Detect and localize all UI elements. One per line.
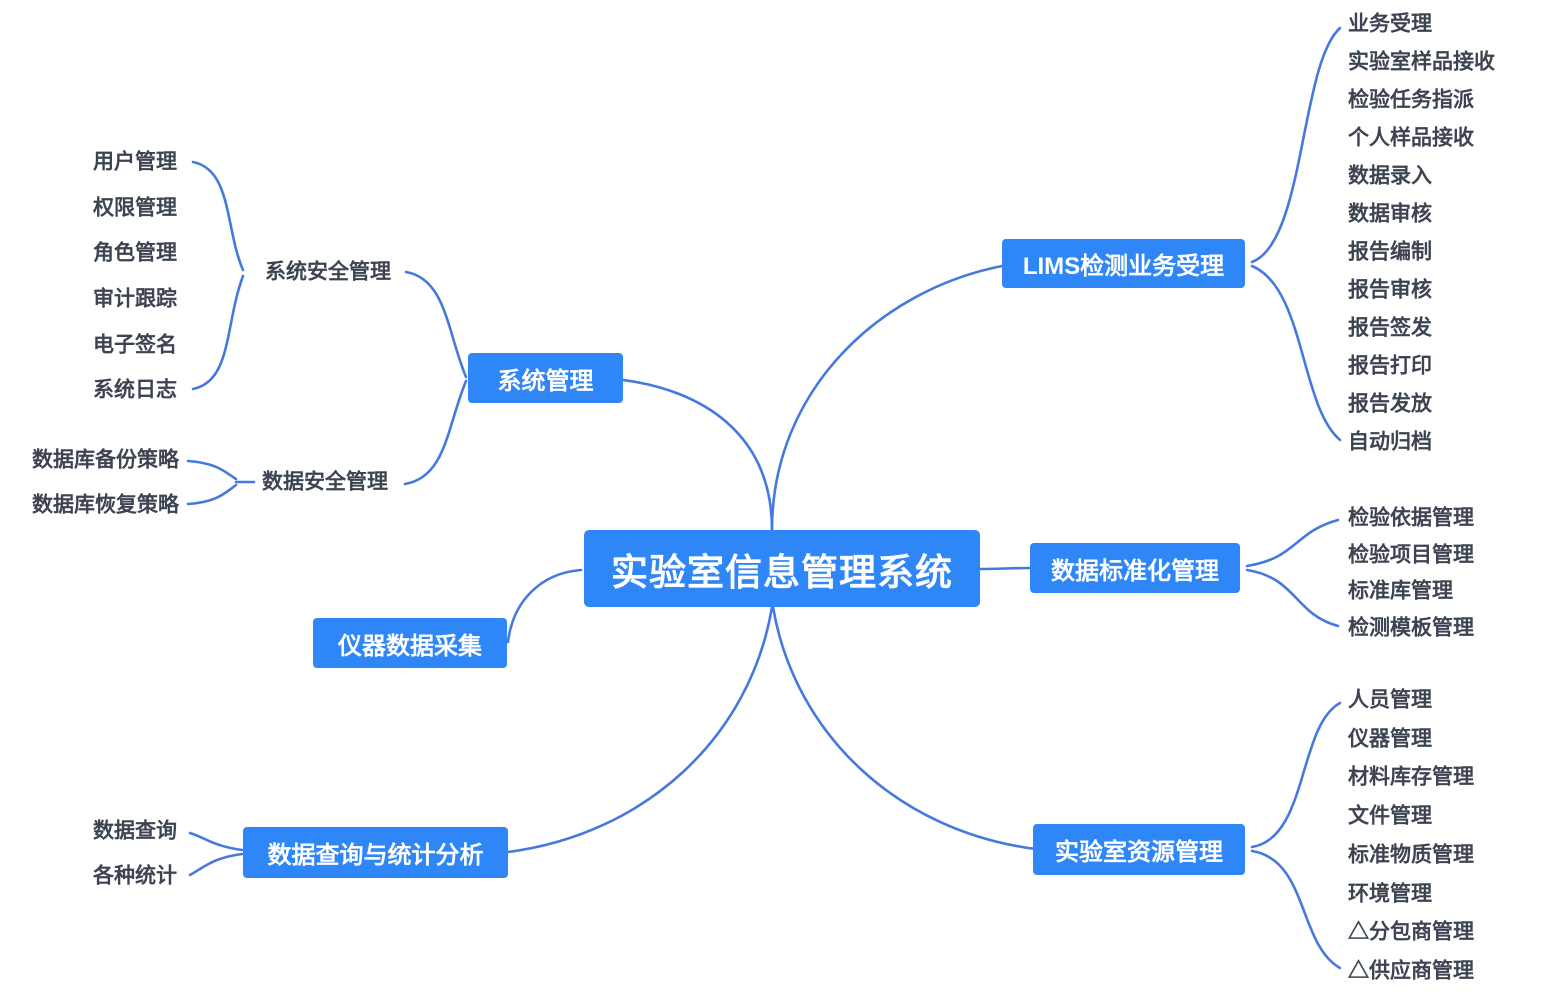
brace-query-top (188, 831, 244, 852)
leaf-item[interactable]: 数据审核 (1348, 202, 1432, 226)
leaf-item[interactable]: 自动归档 (1348, 430, 1432, 454)
leaf-item[interactable]: 人员管理 (1348, 688, 1432, 712)
brace-sys-security-bottom (191, 274, 245, 391)
brace-standardization-top (1245, 518, 1340, 568)
leaf-item[interactable]: 数据库恢复策略 (32, 493, 179, 517)
leaf-item[interactable]: 仪器管理 (1348, 727, 1432, 751)
leaf-item[interactable]: 个人样品接收 (1348, 126, 1474, 150)
brace-data-security-bottom (186, 483, 238, 506)
leaf-item[interactable]: 电子签名 (93, 333, 177, 357)
leaf-item[interactable]: 报告审核 (1348, 278, 1432, 302)
brace-sys-security-top (191, 160, 245, 272)
leaf-item[interactable]: 用户管理 (93, 150, 177, 174)
leaf-item[interactable]: △分包商管理 (1348, 920, 1474, 944)
leaf-item[interactable]: 标准物质管理 (1348, 843, 1474, 867)
leaf-item[interactable]: 标准库管理 (1348, 579, 1453, 603)
branch-query-statistics[interactable]: 数据查询与统计分析 (243, 827, 508, 878)
brace-data-security-top (186, 459, 238, 481)
leaf-item[interactable]: 系统日志 (93, 378, 177, 402)
brace-lims-bottom (1250, 264, 1342, 442)
leaf-item[interactable]: △供应商管理 (1348, 959, 1474, 983)
brace-resources-bottom (1250, 849, 1342, 970)
connector-root-instrument (506, 568, 583, 644)
brace-system-mgmt-top (404, 270, 468, 379)
brace-lims-top (1250, 26, 1342, 264)
root-node[interactable]: 实验室信息管理系统 (584, 530, 980, 607)
leaf-item[interactable]: 报告编制 (1348, 240, 1432, 264)
brace-query-bottom (188, 852, 244, 877)
branch-data-standardization[interactable]: 数据标准化管理 (1030, 543, 1240, 593)
branch-lab-resources[interactable]: 实验室资源管理 (1033, 824, 1245, 875)
leaf-item[interactable]: 文件管理 (1348, 804, 1432, 828)
connector-root-standardization (978, 566, 1032, 571)
brace-system-mgmt-bottom (403, 379, 468, 486)
leaf-item[interactable]: 环境管理 (1348, 882, 1432, 906)
leaf-item[interactable]: 报告打印 (1348, 354, 1432, 378)
connector-root-lims (770, 264, 1004, 532)
brace-resources-top (1250, 701, 1342, 849)
leaf-item[interactable]: 检验项目管理 (1348, 543, 1474, 567)
leaf-item[interactable]: 实验室样品接收 (1348, 50, 1495, 74)
leaf-item[interactable]: 审计跟踪 (93, 287, 177, 311)
connector-root-query (506, 605, 774, 854)
branch-system-management[interactable]: 系统管理 (468, 353, 623, 403)
leaf-item[interactable]: 数据查询 (93, 819, 177, 843)
branch-lims-business[interactable]: LIMS检测业务受理 (1002, 239, 1245, 288)
leaf-item[interactable]: 数据录入 (1348, 164, 1432, 188)
branch-instrument-data-collection[interactable]: 仪器数据采集 (313, 618, 507, 668)
leaf-item[interactable]: 权限管理 (93, 196, 177, 220)
leaf-item[interactable]: 报告发放 (1348, 392, 1432, 416)
leaf-item[interactable]: 报告签发 (1348, 316, 1432, 340)
leaf-item[interactable]: 各种统计 (93, 864, 177, 888)
leaf-item[interactable]: 角色管理 (93, 241, 177, 265)
subnode-system-security[interactable]: 系统安全管理 (265, 260, 391, 284)
subnode-data-security[interactable]: 数据安全管理 (262, 470, 388, 494)
leaf-item[interactable]: 检测模板管理 (1348, 616, 1474, 640)
connector-root-system-mgmt (621, 378, 774, 532)
leaf-item[interactable]: 检验任务指派 (1348, 88, 1474, 112)
connector-root-resources (771, 605, 1038, 851)
leaf-item[interactable]: 检验依据管理 (1348, 506, 1474, 530)
leaf-item[interactable]: 业务受理 (1348, 12, 1432, 36)
brace-standardization-bottom (1245, 568, 1340, 628)
leaf-item[interactable]: 数据库备份策略 (32, 448, 179, 472)
leaf-item[interactable]: 材料库存管理 (1348, 765, 1474, 789)
